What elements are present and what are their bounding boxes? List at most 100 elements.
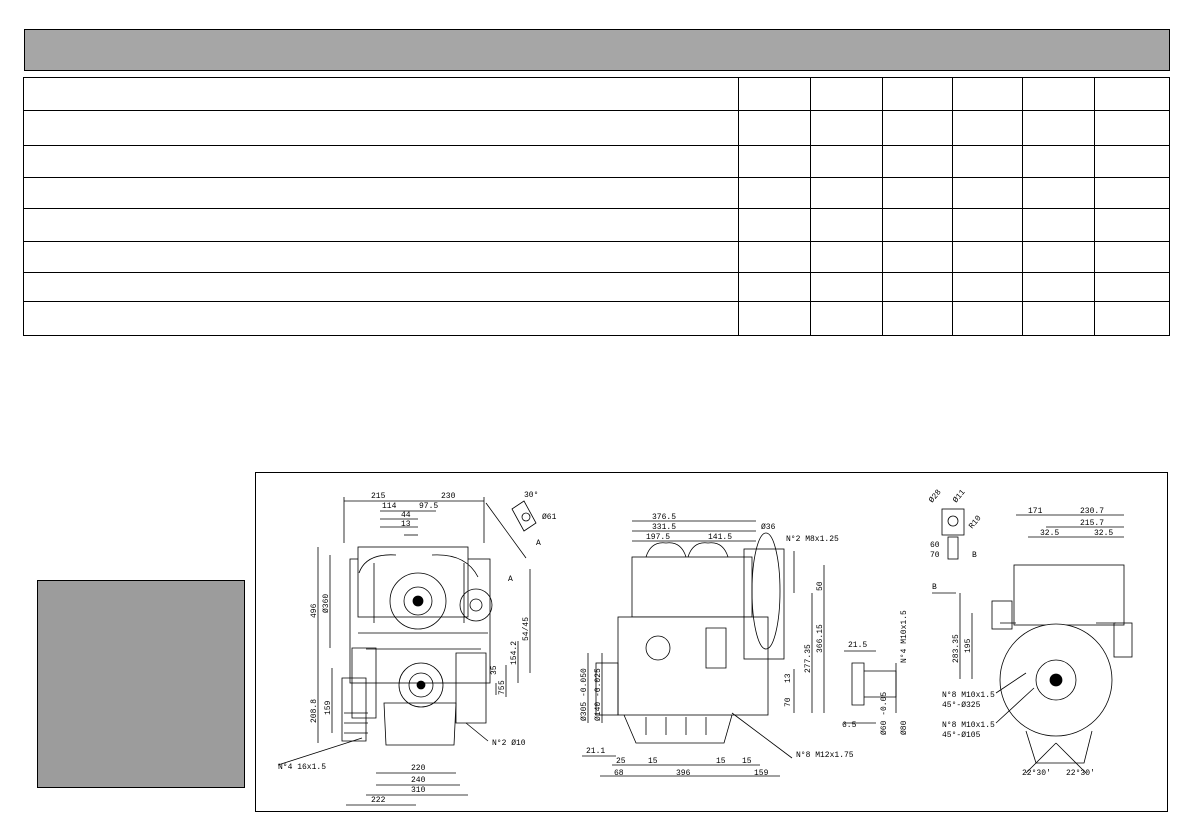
table-cell xyxy=(23,110,739,146)
dim-flange-0: 21.5 xyxy=(848,641,867,650)
table-cell xyxy=(810,110,883,146)
dim-front-22: 222 xyxy=(371,796,386,805)
table-cell xyxy=(882,208,953,242)
dim-rear-14: N°8 M10x1.5 xyxy=(942,691,995,700)
dim-rear-5: B xyxy=(972,551,977,560)
dim-flange-2: 6.5 xyxy=(842,721,857,730)
dim-front-0: 215 xyxy=(371,492,386,501)
dim-rear-15: 45°-Ø325 xyxy=(942,701,981,710)
dim-rear-7: 230.7 xyxy=(1080,507,1104,516)
dim-flange-4: Ø80 xyxy=(900,720,909,735)
dim-side-2: Ø36 xyxy=(761,523,776,532)
dim-rear-4: 70 xyxy=(930,551,940,560)
dim-side-13: 21.1 xyxy=(586,747,605,756)
dim-front-14: 35 xyxy=(490,665,499,675)
dim-side-0: 376.5 xyxy=(652,513,676,522)
table-cell xyxy=(1094,208,1170,242)
table-cell xyxy=(738,177,811,209)
dim-front-24: N°2 Ø10 xyxy=(492,739,526,748)
dim-side-3: 197.5 xyxy=(646,533,670,542)
dim-front-21: 310 xyxy=(411,786,426,795)
dim-side-17: 15 xyxy=(742,757,752,766)
dim-front-12: 54/45 xyxy=(522,617,531,641)
dim-rear-17: 45°-Ø105 xyxy=(942,731,981,740)
table-cell xyxy=(810,145,883,178)
table-cell xyxy=(810,208,883,242)
dim-side-15: 15 xyxy=(648,757,658,766)
flange-view: 21.5 N°4 M10x1.5 6.5 Ø60 -0.05 Ø80 xyxy=(842,610,909,735)
table-cell xyxy=(738,77,811,111)
table-cell xyxy=(952,145,1023,178)
dim-rear-19: 22°30' xyxy=(1066,769,1095,778)
dim-side-20: 159 xyxy=(754,769,769,778)
table-cell xyxy=(738,272,811,302)
table-cell xyxy=(1022,301,1095,336)
table-cell xyxy=(952,77,1023,111)
table-cell xyxy=(1094,301,1170,336)
table-cell xyxy=(882,77,953,111)
dim-rear-11: B xyxy=(932,583,937,592)
rear-view: Ø28 Ø11 R10 60 70 B 171 230.7 215.7 32.5… xyxy=(927,488,1133,778)
table-cell xyxy=(23,241,739,273)
table-cell xyxy=(1022,241,1095,273)
dim-side-18: 68 xyxy=(614,769,624,778)
front-view: 215 230 114 97.5 44 13 30° Ø61 A Ø360 49… xyxy=(277,491,557,806)
table-cell xyxy=(952,110,1023,146)
dim-flange-3: Ø60 -0.05 xyxy=(880,692,889,735)
table-cell xyxy=(952,208,1023,242)
title-bar xyxy=(24,29,1170,71)
dim-front-16: 75 xyxy=(498,685,507,695)
table-cell xyxy=(1022,145,1095,178)
dim-side-7: 277.35 xyxy=(804,644,813,673)
table-cell xyxy=(952,241,1023,273)
gray-info-box xyxy=(37,580,245,788)
table-cell xyxy=(1094,272,1170,302)
table-cell xyxy=(882,272,953,302)
table-row xyxy=(23,110,1170,146)
dim-side-10: 13 xyxy=(784,673,793,683)
dim-front-6: 30° xyxy=(524,491,538,500)
table-cell xyxy=(1094,177,1170,209)
dim-front-13: 154.2 xyxy=(510,641,519,665)
table-cell xyxy=(882,177,953,209)
dim-front-15: 5 xyxy=(498,680,507,685)
table-cell xyxy=(810,241,883,273)
dim-front-8: A xyxy=(536,539,541,548)
table-cell xyxy=(882,301,953,336)
dim-front-2: 114 xyxy=(382,502,397,511)
dim-front-7: Ø61 xyxy=(542,513,557,522)
dim-side-9: 70 xyxy=(784,697,793,707)
dim-front-1: 230 xyxy=(441,492,456,501)
dim-side-8: 366.15 xyxy=(816,624,825,653)
table-cell xyxy=(23,145,739,178)
dim-side-4: 141.5 xyxy=(708,533,732,542)
table-cell xyxy=(1022,272,1095,302)
table-cell xyxy=(1094,77,1170,111)
dim-rear-18: 22°30' xyxy=(1022,769,1051,778)
dim-side-11: Ø305 -0.050 xyxy=(580,668,589,721)
dim-rear-13: 195 xyxy=(964,638,973,653)
table-row xyxy=(23,177,1170,209)
drawing-svg: 215 230 114 97.5 44 13 30° Ø61 A Ø360 49… xyxy=(277,488,1133,806)
dim-front-9: Ø360 xyxy=(322,594,331,613)
dim-flange-1: N°4 M10x1.5 xyxy=(900,610,909,663)
table-cell xyxy=(1094,110,1170,146)
dim-front-5: 13 xyxy=(401,520,411,529)
table-cell xyxy=(23,77,739,111)
side-view: 376.5 331.5 Ø36 197.5 141.5 N°2 M8x1.25 … xyxy=(580,513,854,778)
dim-rear-10: 32.5 xyxy=(1094,529,1113,538)
dim-side-19: 396 xyxy=(676,769,691,778)
table-row xyxy=(23,272,1170,302)
table-cell xyxy=(1022,110,1095,146)
dim-side-6: 50 xyxy=(816,581,825,591)
table-cell xyxy=(810,177,883,209)
dim-front-17: 159 xyxy=(324,700,333,715)
table-cell xyxy=(1094,145,1170,178)
dim-front-20: 240 xyxy=(411,776,426,785)
dim-rear-9: 32.5 xyxy=(1040,529,1059,538)
dim-side-12: Ø140 -0.025 xyxy=(594,668,603,721)
dim-front-11: A xyxy=(508,575,513,584)
engine-dimension-drawing: 215 230 114 97.5 44 13 30° Ø61 A Ø360 49… xyxy=(255,472,1168,812)
table-cell xyxy=(738,110,811,146)
dim-rear-3: 60 xyxy=(930,541,940,550)
